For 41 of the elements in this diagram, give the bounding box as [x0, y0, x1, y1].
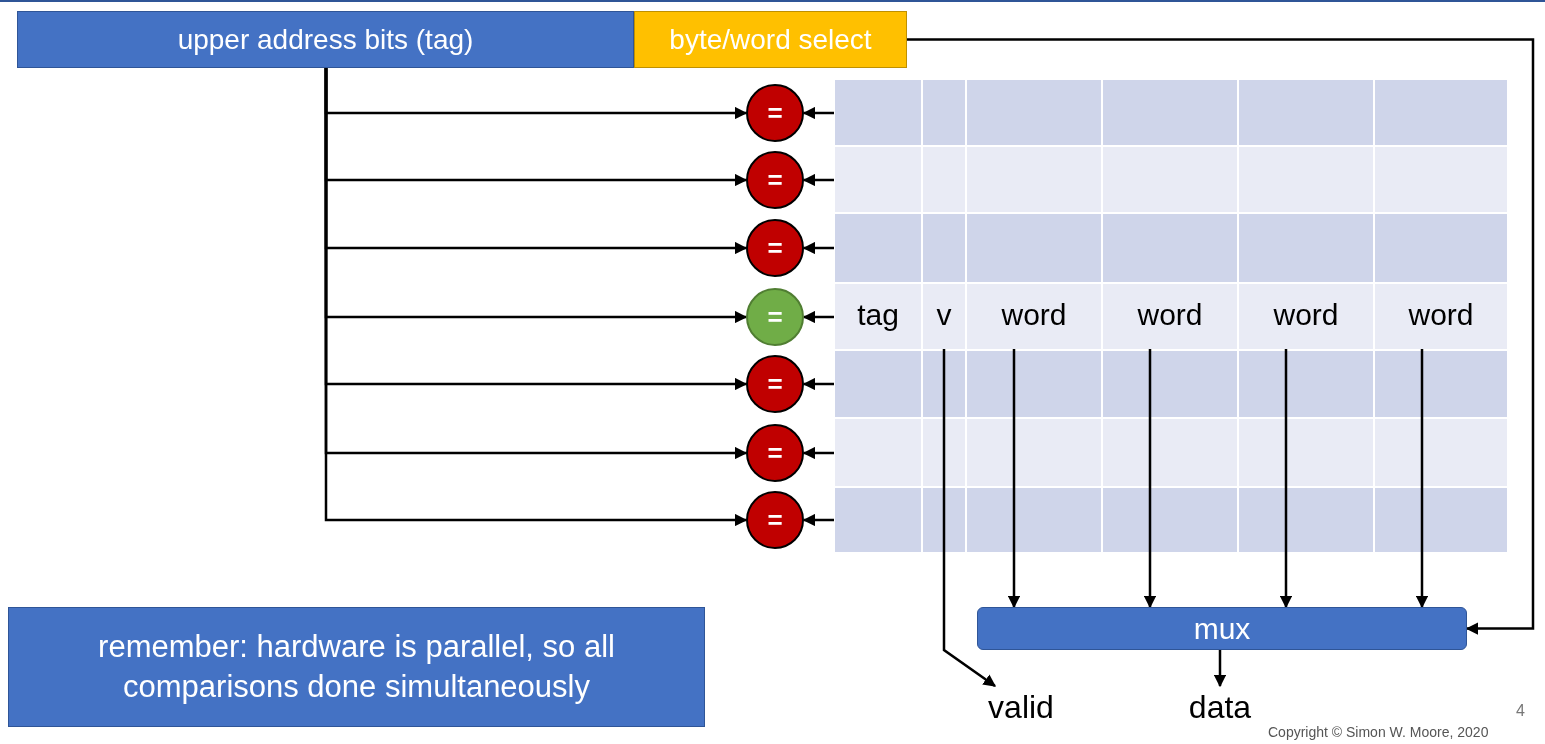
- arrow: [802, 173, 834, 187]
- table-cell: word: [1375, 284, 1507, 349]
- arrow: [1213, 650, 1227, 688]
- comparator-circle: =: [746, 219, 804, 277]
- table-cell: [835, 214, 921, 282]
- address-field: upper address bits (tag): [17, 11, 634, 68]
- table-cell: word: [1239, 284, 1373, 349]
- comparator-circle: =: [746, 424, 804, 482]
- arrow: [1007, 349, 1021, 609]
- arrow: [802, 241, 834, 255]
- address-field: byte/word select: [634, 11, 907, 68]
- table-cell: word: [967, 284, 1101, 349]
- table-cell: [835, 488, 921, 552]
- arrow: [942, 349, 996, 688]
- mux-block: mux: [977, 607, 1467, 650]
- table-cell: v: [923, 284, 965, 349]
- copyright-note: Copyright © Simon W. Moore, 2020: [1268, 724, 1489, 740]
- table-cell: [835, 80, 921, 145]
- arrow: [907, 38, 1535, 635]
- comparator-circle: =: [746, 491, 804, 549]
- comparator-circle: =: [746, 288, 804, 346]
- output-label: valid: [975, 686, 1067, 728]
- table-cell: [835, 147, 921, 212]
- table-cell: tag: [835, 284, 921, 349]
- page-number: 4: [1516, 702, 1525, 720]
- arrow: [802, 446, 834, 460]
- comparator-circle: =: [746, 151, 804, 209]
- arrow: [802, 513, 834, 527]
- note-box: remember: hardware is parallel, so all comparisons done simultaneously: [8, 607, 705, 727]
- arrow: [802, 377, 834, 391]
- arrow: [802, 106, 834, 120]
- table-cell: word: [1103, 284, 1237, 349]
- table-cell: [835, 351, 921, 417]
- arrow: [802, 310, 834, 324]
- table-cell: [835, 419, 921, 486]
- comparator-circle: =: [746, 84, 804, 142]
- arrow: [1279, 349, 1293, 609]
- output-label: data: [1180, 686, 1260, 728]
- arrow: [1415, 349, 1429, 609]
- comparator-circle: =: [746, 355, 804, 413]
- arrow: [1143, 349, 1157, 609]
